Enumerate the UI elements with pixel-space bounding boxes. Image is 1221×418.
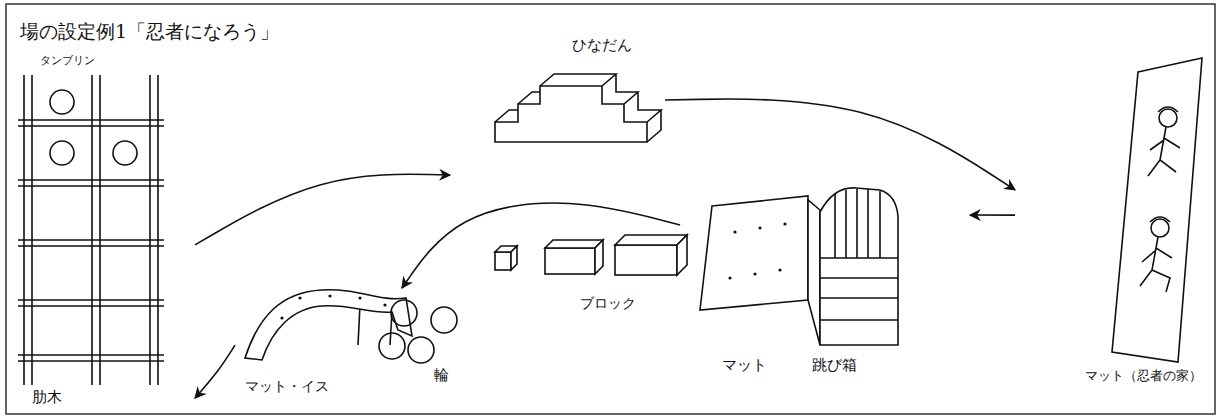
rings bbox=[379, 300, 457, 363]
station-label: マット bbox=[720, 356, 769, 375]
station: マット bbox=[695, 180, 805, 390]
station-label: ブロック bbox=[578, 295, 638, 313]
station: 跳び箱 bbox=[808, 180, 970, 390]
flow-arrow bbox=[402, 203, 680, 288]
station-label-group: ブロック bbox=[578, 295, 638, 313]
hinadan-platform bbox=[495, 74, 661, 142]
station-label-group: ひなだん bbox=[570, 36, 634, 55]
flow-arrow bbox=[195, 345, 235, 398]
station: 肋木 bbox=[12, 48, 195, 410]
station-label: ひなだん bbox=[570, 36, 634, 55]
part-label: タンブリン bbox=[38, 54, 97, 68]
ninja-house-mat bbox=[1112, 58, 1202, 362]
diagram-title: 場の設定例1「忍者になろう」 bbox=[20, 20, 279, 43]
wall-bars bbox=[18, 75, 164, 385]
station: マット・イス bbox=[235, 270, 380, 405]
frame bbox=[6, 4, 1215, 414]
flow-arrow bbox=[665, 99, 1015, 190]
station-label-group: 跳び箱 bbox=[810, 356, 859, 375]
vaulting-box bbox=[808, 188, 898, 345]
station-label-group: マット・イス bbox=[243, 378, 331, 396]
station: 輪 bbox=[380, 288, 470, 400]
station-label: マット（忍者の家） bbox=[1083, 368, 1204, 384]
flow-arrow bbox=[195, 174, 450, 245]
station-label-group: マット（忍者の家） bbox=[1083, 368, 1204, 384]
station-label-group: 輪 bbox=[432, 366, 451, 385]
station-label: 肋木 bbox=[30, 388, 64, 407]
blocks bbox=[495, 235, 687, 275]
station-label: マット・イス bbox=[243, 378, 331, 396]
station: マット（忍者の家） bbox=[1015, 50, 1212, 405]
station-label: 輪 bbox=[432, 366, 451, 385]
tambourine bbox=[50, 90, 137, 165]
station-label-group: マット bbox=[720, 356, 769, 375]
mat-chair bbox=[245, 290, 412, 360]
station-label-group: 肋木 bbox=[30, 388, 64, 407]
station: ブロック bbox=[485, 225, 695, 325]
station: ひなだん bbox=[450, 30, 665, 180]
station-label: 跳び箱 bbox=[810, 356, 859, 375]
flow-arrow bbox=[970, 214, 1015, 216]
mat bbox=[700, 196, 808, 310]
